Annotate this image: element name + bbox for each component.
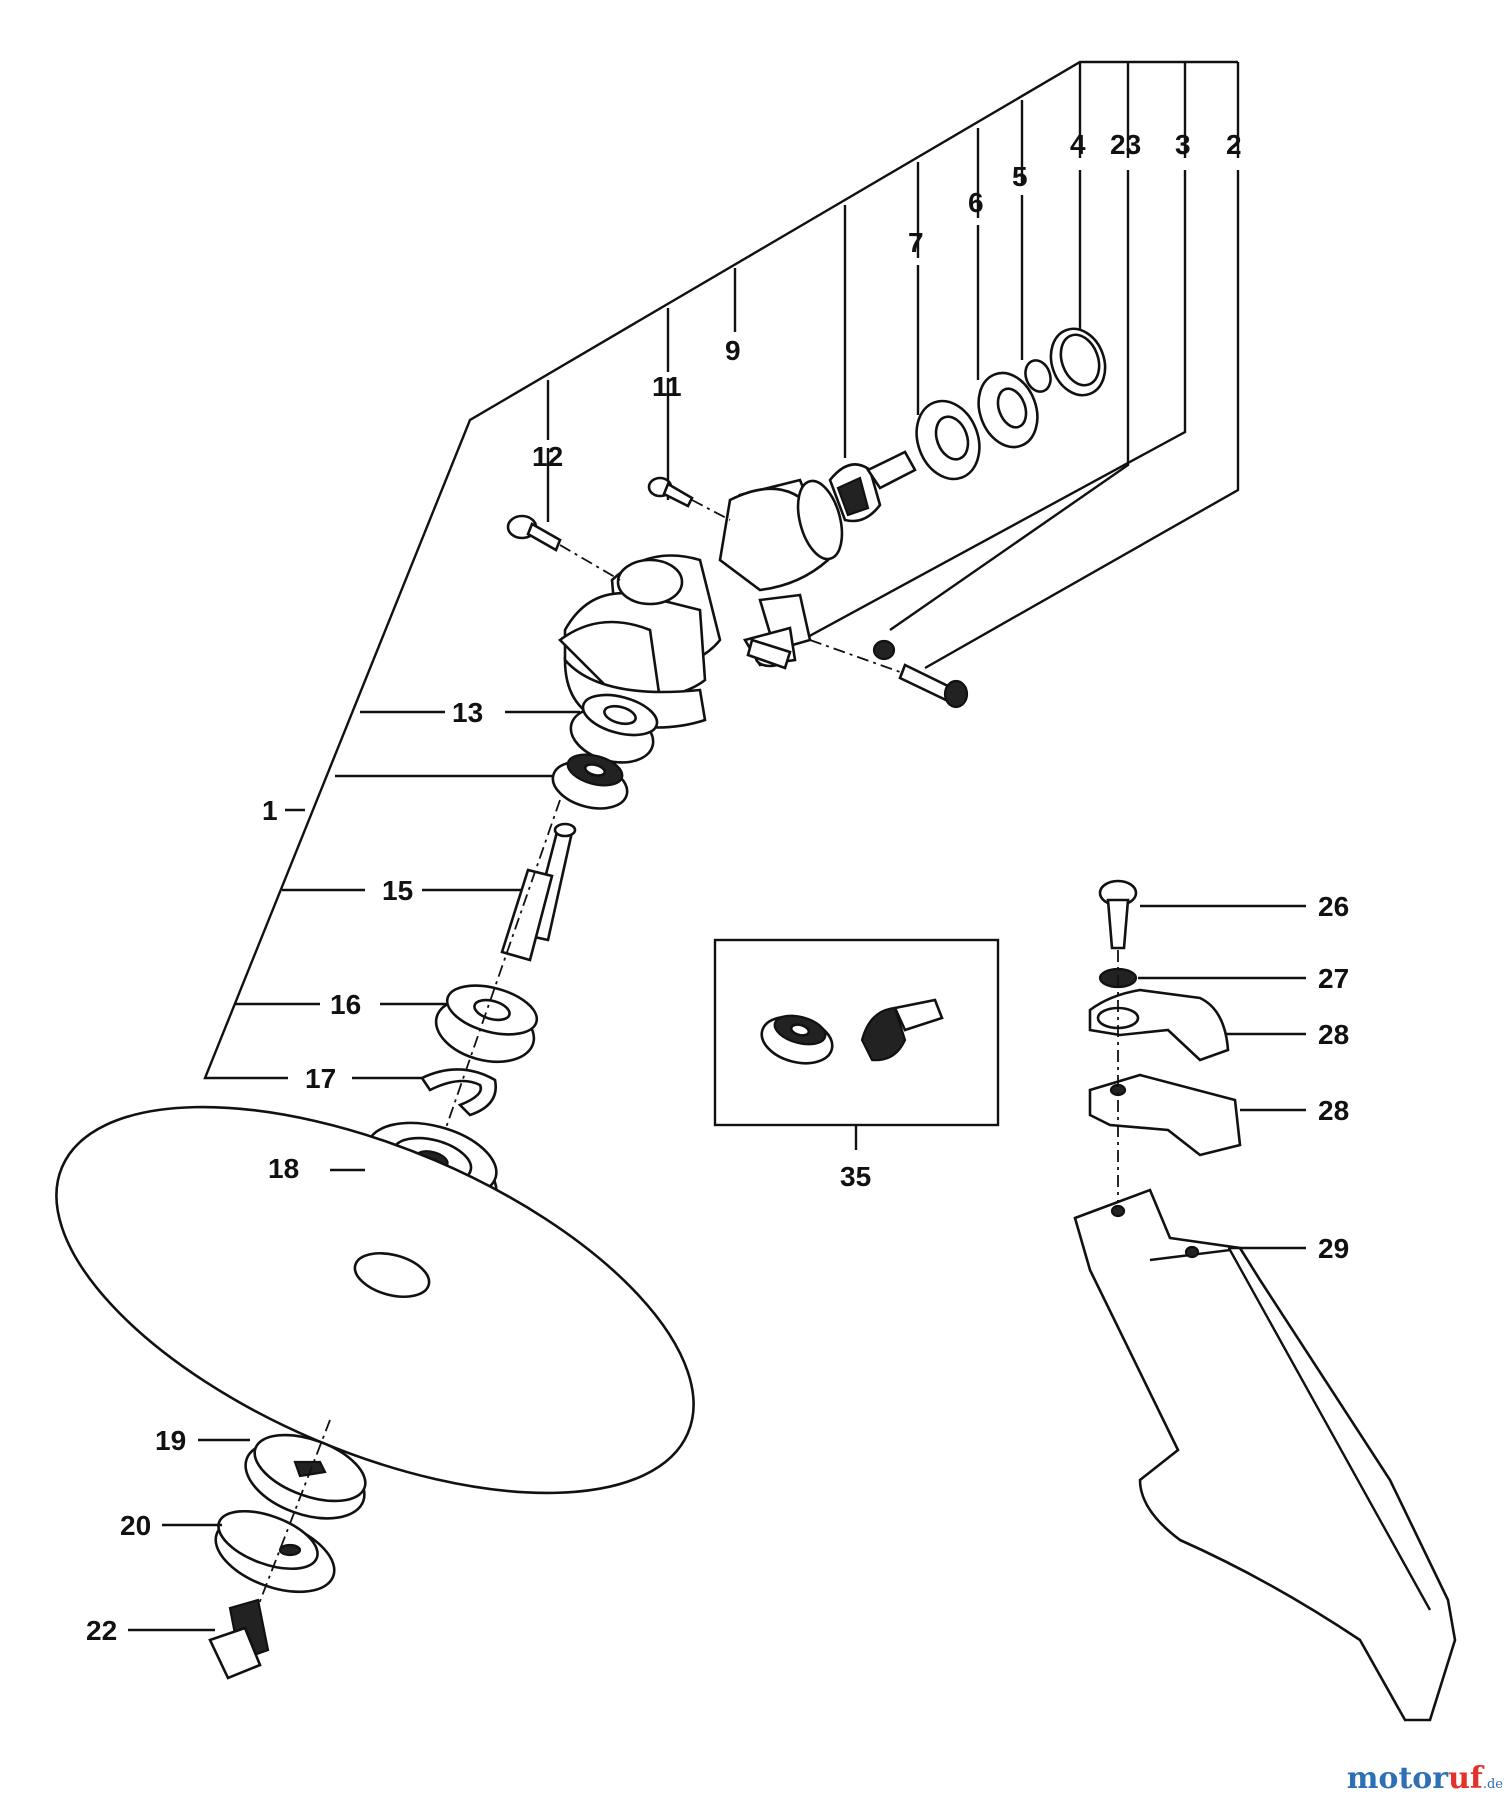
label-29: 29 <box>1318 1233 1349 1264</box>
ball-bearing-6 <box>977 371 1039 449</box>
label-28-upper: 28 <box>1318 1019 1349 1050</box>
washer-19 <box>244 1433 367 1520</box>
output-shaft-15 <box>500 822 577 962</box>
gearbox-group-bracket <box>203 60 1240 1080</box>
ball-bearing-7 <box>915 399 981 481</box>
label-15: 15 <box>382 875 413 906</box>
label-13: 13 <box>452 697 483 728</box>
label-9: 9 <box>725 335 741 366</box>
label-4: 4 <box>1070 129 1086 160</box>
label-26: 26 <box>1318 891 1349 922</box>
label-27: 27 <box>1318 963 1349 994</box>
label-16: 16 <box>330 989 361 1020</box>
label-22: 22 <box>86 1615 117 1646</box>
circlip-17 <box>420 1068 497 1117</box>
label-5: 5 <box>1012 161 1028 192</box>
label-19: 19 <box>155 1425 186 1456</box>
label-28-lower: 28 <box>1318 1095 1349 1126</box>
label-18: 18 <box>268 1153 299 1184</box>
blade-guard-29 <box>1073 1188 1457 1722</box>
lower-centerline <box>244 1419 331 1641</box>
washer-27 <box>1098 967 1306 989</box>
part-labels: 2 3 23 4 5 6 7 9 11 12 13 1 15 16 17 18 … <box>86 129 1349 1646</box>
motoruf-watermark-logo: motoruf.de <box>1346 1761 1503 1796</box>
clamp-lever-23 <box>746 638 792 670</box>
label-35: 35 <box>840 1161 871 1192</box>
cup-washer-20 <box>214 1509 336 1594</box>
clamp-bolt-2 <box>809 639 969 709</box>
screw-12 <box>506 514 621 581</box>
screw-26 <box>1098 879 1306 950</box>
screw-11 <box>647 476 731 521</box>
ball-bearing-13 <box>569 693 659 764</box>
nut-3 <box>872 639 896 661</box>
gear-kit-box-35 <box>713 938 1000 1150</box>
label-3: 3 <box>1175 129 1191 160</box>
ball-bearing-16 <box>434 984 539 1064</box>
label-2: 2 <box>1226 129 1242 160</box>
label-20: 20 <box>120 1510 151 1541</box>
label-17: 17 <box>305 1063 336 1094</box>
clamp-28-upper <box>1088 988 1306 1062</box>
gearbox-housing <box>558 478 844 729</box>
clamp-28-lower <box>1088 1073 1306 1157</box>
label-6: 6 <box>968 187 984 218</box>
label-1: 1 <box>262 795 278 826</box>
bevel-gear-crown <box>551 753 629 810</box>
washer-5 <box>1024 359 1052 393</box>
label-23: 23 <box>1110 129 1141 160</box>
label-11: 11 <box>652 371 682 402</box>
label-7: 7 <box>908 227 924 258</box>
bevel-pinion-gear <box>828 450 917 523</box>
saw-blade-disc <box>55 1105 695 1495</box>
label-12: 12 <box>532 441 563 472</box>
nut-22 <box>208 1598 270 1680</box>
circlip-4 <box>1049 327 1107 397</box>
